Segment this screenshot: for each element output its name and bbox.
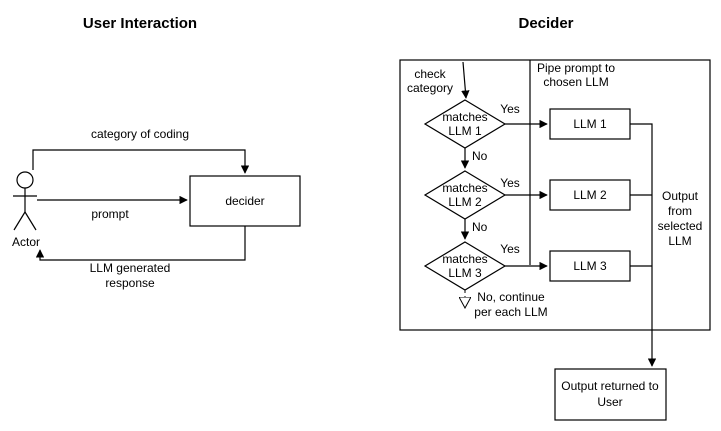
actor-head bbox=[16, 171, 34, 189]
actor[interactable]: Actor bbox=[12, 171, 40, 249]
pipe-prompt-line1: Pipe prompt to bbox=[537, 61, 615, 75]
output-label-line3: selected bbox=[658, 219, 703, 233]
decision-llm-3-line2: LLM 3 bbox=[448, 266, 482, 280]
yes-label-1: Yes bbox=[500, 102, 520, 116]
user-interaction-title: User Interaction bbox=[83, 15, 197, 32]
edge-output-llm-1 bbox=[630, 123, 657, 367]
actor-left-leg bbox=[13, 211, 26, 231]
actor-right-leg bbox=[24, 211, 37, 231]
decision-llm-1-line1: matches bbox=[442, 110, 487, 124]
pipe-prompt-line2: chosen LLM bbox=[543, 75, 608, 89]
actor-label: Actor bbox=[12, 235, 40, 249]
edge-category-label: category of coding bbox=[91, 127, 189, 141]
continue-label-line1: No, continue bbox=[477, 290, 545, 304]
continue-label-line2: per each LLM bbox=[474, 305, 547, 319]
output-returned-line2: User bbox=[597, 395, 622, 409]
llm-1-label: LLM 1 bbox=[573, 117, 607, 131]
edge-response-label-line1: LLM generated bbox=[90, 261, 171, 275]
check-category-line1: check bbox=[414, 67, 446, 81]
output-label-line4: LLM bbox=[668, 234, 691, 248]
no-label-1: No bbox=[472, 149, 488, 163]
decision-llm-2-line2: LLM 2 bbox=[448, 195, 482, 209]
decision-llm-3-line1: matches bbox=[442, 252, 487, 266]
check-category-line2: category bbox=[407, 81, 453, 95]
entry-arrow bbox=[461, 61, 470, 99]
output-label-line2: from bbox=[668, 204, 692, 218]
decider-box[interactable] bbox=[189, 175, 301, 227]
edge-response-label-line2: response bbox=[105, 276, 155, 290]
decision-llm-1-line2: LLM 1 bbox=[448, 124, 482, 138]
llm-3-box[interactable] bbox=[549, 250, 631, 282]
output-label-line1: Output bbox=[662, 189, 699, 203]
edge-llm-response bbox=[35, 226, 246, 261]
llm-2-label: LLM 2 bbox=[573, 188, 607, 202]
edge-prompt-label: prompt bbox=[91, 207, 129, 221]
edge-category-of-coding bbox=[32, 149, 250, 174]
output-returned-box[interactable] bbox=[554, 368, 667, 421]
llm-3-label: LLM 3 bbox=[573, 259, 607, 273]
no-label-2: No bbox=[472, 220, 488, 234]
output-returned-line1: Output returned to bbox=[561, 379, 659, 393]
yes-label-3: Yes bbox=[500, 242, 520, 256]
llm-2-box[interactable] bbox=[549, 179, 631, 211]
yes-label-2: Yes bbox=[500, 176, 520, 190]
decider-title: Decider bbox=[518, 15, 573, 32]
llm-1-box[interactable] bbox=[549, 108, 631, 140]
decider-box-label: decider bbox=[225, 194, 264, 208]
decision-llm-2-line1: matches bbox=[442, 181, 487, 195]
